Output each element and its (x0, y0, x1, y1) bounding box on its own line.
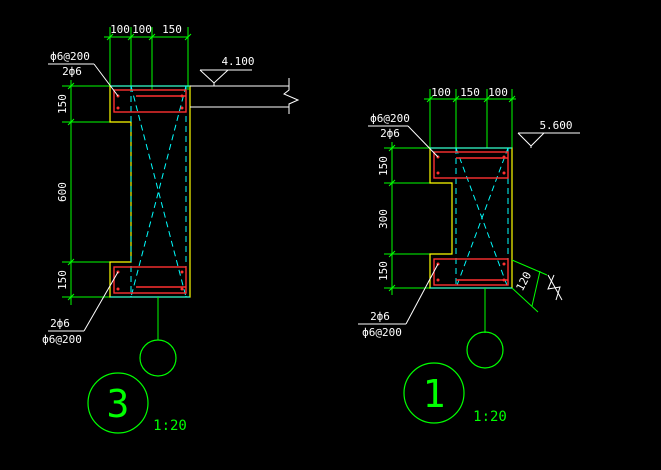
detail-number: 1 (423, 372, 446, 416)
side-dim-3: 150 (56, 270, 69, 290)
side-dim-2: 600 (56, 182, 69, 202)
side-dim-1: 150 (377, 156, 390, 176)
detail-number-circle (87, 372, 149, 434)
detail-number-circle (403, 362, 465, 424)
elevation-marker (517, 132, 580, 148)
scale-label: 1:20 (153, 418, 187, 434)
slab-extension (190, 78, 300, 114)
side-dimension-chain (62, 80, 110, 305)
top-note-1: ф6@200 (370, 112, 410, 125)
section-outline (429, 147, 513, 289)
detail-right: 100 150 100 150 300 150 (358, 86, 580, 425)
axis-bubble (139, 339, 177, 377)
top-dim-2: 100 (132, 23, 152, 36)
top-dim-2: 150 (460, 86, 480, 99)
elevation-label: 4.100 (221, 55, 254, 68)
section-core (455, 147, 509, 289)
top-dimension-chain (104, 27, 192, 90)
detail-left: 100 100 150 150 600 150 (42, 23, 300, 434)
detail-number: 3 (107, 382, 130, 426)
side-dim-3: 150 (377, 261, 390, 281)
axis-bubble (466, 331, 504, 369)
rebar-hoops (113, 89, 187, 294)
rebar-dots (116, 94, 184, 291)
side-dim-2: 300 (377, 209, 390, 229)
top-dim-1: 100 (110, 23, 130, 36)
side-dim-1: 150 (56, 94, 69, 114)
rebar-dots (436, 155, 506, 282)
top-dim-3: 150 (162, 23, 182, 36)
top-note-2: 2ф6 (62, 65, 82, 78)
top-note-1: ф6@200 (50, 50, 90, 63)
elevation-marker (199, 69, 252, 86)
scale-label: 1:20 (473, 409, 507, 425)
top-dimension-chain (424, 89, 516, 148)
section-core (130, 85, 187, 298)
top-dim-1: 100 (431, 86, 451, 99)
top-dim-3: 100 (488, 86, 508, 99)
elevation-label: 5.600 (539, 119, 572, 132)
top-note-2: 2ф6 (380, 127, 400, 140)
diagonal-dimension (511, 259, 548, 313)
diagonal-dim-label: 120 (514, 270, 535, 294)
side-dimension-chain (384, 142, 430, 295)
bottom-note-1: 2ф6 (50, 317, 70, 330)
bottom-note-1: 2ф6 (370, 310, 390, 323)
section-outline (109, 85, 191, 298)
rebar-hoops (433, 151, 509, 286)
bottom-note-2: ф6@200 (42, 333, 82, 346)
bottom-note-2: ф6@200 (362, 326, 402, 339)
